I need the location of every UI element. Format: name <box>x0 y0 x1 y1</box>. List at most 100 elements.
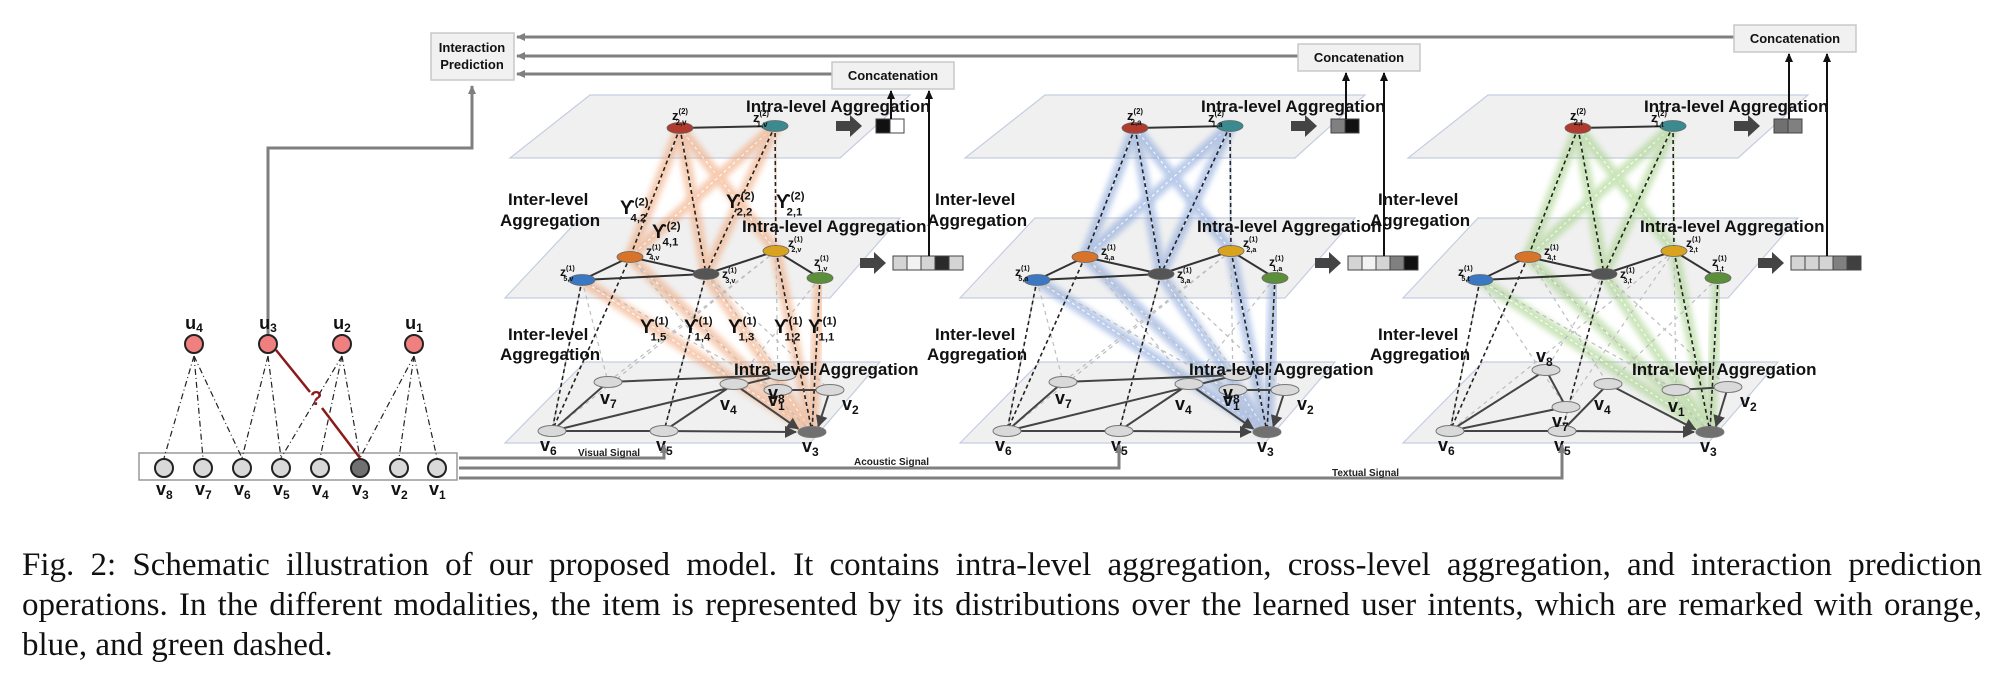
item-node-v8 <box>1222 369 1252 381</box>
latent-node-z1-1 <box>806 272 834 284</box>
latent-label: z(2)1,a <box>1208 109 1224 129</box>
latent-node-z1-3 <box>1147 268 1175 280</box>
item-label: v1 <box>768 390 785 413</box>
inter-level-links <box>551 125 821 433</box>
intra-level-label-bottom: Intra-level Aggregation <box>1632 360 1817 379</box>
intent-band-core <box>1603 273 1711 433</box>
item-label: v4 <box>1594 394 1611 417</box>
vector-cell <box>906 255 922 271</box>
faint-link <box>1230 250 1234 391</box>
inter-level-links <box>1006 125 1276 433</box>
latent-label: z(1)5,v <box>560 264 575 283</box>
intra-level-label-top: Intra-level Aggregation <box>746 97 931 116</box>
prediction-link <box>275 349 311 393</box>
user-item-link <box>341 355 361 459</box>
latent-label: z(1)3,t <box>1620 266 1635 285</box>
concatenation-box-rect <box>831 61 955 90</box>
faint-link <box>1603 273 1729 388</box>
item-node-v1 <box>763 384 793 396</box>
item-edge <box>1062 374 1238 383</box>
vector-cell <box>1361 255 1377 271</box>
latent-label: z(1)3,a <box>1177 266 1192 285</box>
inter-level-link <box>1160 125 1231 275</box>
inter-level-link <box>1709 277 1719 433</box>
user-item-link <box>193 355 243 459</box>
intra-level-label-bottom: Intra-level Aggregation <box>1189 360 1374 379</box>
latent-label: z(2)1,t <box>1651 109 1667 129</box>
item-label: v2 <box>842 394 859 417</box>
item-node-v2 <box>1270 384 1300 396</box>
prediction-link <box>321 407 361 459</box>
concatenation-box-textual: Concatenation <box>1733 24 1857 53</box>
intra-edge <box>1084 256 1162 275</box>
item-node-v8 <box>1531 364 1561 376</box>
faint-link <box>581 279 609 383</box>
vector-cell <box>1347 255 1363 271</box>
latent-label: z(1)3,v <box>722 266 737 285</box>
signal-label-acoustic: Acoustic Signal <box>854 457 929 468</box>
item-node-v3 <box>1252 426 1282 438</box>
latent-label: z(2)2,v <box>672 107 688 127</box>
intent-band <box>1130 124 1236 255</box>
inter-level-link <box>1084 127 1136 258</box>
inter-level-label-line2: Aggregation <box>927 211 1027 230</box>
latent-label: z(1)1,t <box>1712 254 1727 273</box>
intra-level-label-top: Intra-level Aggregation <box>1644 97 1829 116</box>
user-label: u2 <box>333 313 351 335</box>
item-label: v7 <box>195 479 212 502</box>
intent-vector-level1 <box>1790 255 1862 271</box>
item-label: v6 <box>540 435 557 458</box>
user-item-link <box>241 355 269 459</box>
latent-label: z(1)4,a <box>1101 243 1116 262</box>
intent-band-core <box>1577 127 1675 252</box>
inter-level-link <box>663 273 707 432</box>
vector-cell <box>1832 255 1848 271</box>
user-item-link <box>398 355 415 459</box>
concatenation-box-visual: Concatenation <box>831 61 955 90</box>
item-label: v4 <box>720 394 737 417</box>
gamma-weight-label: ϒ(2)4,2 <box>620 196 649 224</box>
faint-link <box>1160 273 1238 376</box>
item-edge <box>607 374 783 383</box>
faint-link <box>1084 256 1268 433</box>
signal-label-textual: Textual Signal <box>1332 468 1399 479</box>
vector-cell <box>1804 255 1820 271</box>
concat-to-prediction-connectors <box>516 33 1734 78</box>
gamma-weight-label: ϒ(1)1,5 <box>640 315 669 343</box>
item-nodes <box>537 369 845 438</box>
intent-vector-level2 <box>1773 118 1803 134</box>
vector-cell <box>1330 118 1346 134</box>
intent-band-core <box>1036 279 1268 433</box>
latent-label: z(1)2,v <box>788 235 803 254</box>
item-label: v1 <box>429 479 446 502</box>
faint-link <box>1062 250 1232 383</box>
item-directed-edge <box>1561 425 1696 438</box>
latent-node-z1-1 <box>1261 272 1289 284</box>
intent-band <box>1081 121 1234 262</box>
intent-band-core <box>774 125 777 252</box>
latent-node-z1-4 <box>1071 251 1099 263</box>
intent-band-core <box>1527 125 1674 258</box>
latent-node-z1-3 <box>1590 268 1618 280</box>
faint-link <box>1561 273 1605 432</box>
item-node-v2 <box>389 458 409 478</box>
intra-level-label-top: Intra-level Aggregation <box>1201 97 1386 116</box>
item-directed-edge <box>1270 389 1286 428</box>
vector-cell <box>875 118 891 134</box>
inter-level-link <box>775 250 813 433</box>
intent-band <box>769 125 782 252</box>
item-node-v7 <box>1048 376 1078 388</box>
vector-cell <box>1787 118 1803 134</box>
user-item-link <box>163 355 195 459</box>
item-nodes <box>1435 364 1743 438</box>
item-sequence-box <box>138 452 458 481</box>
intent-vector-level2 <box>1330 118 1360 134</box>
concatenation-label: Concatenation <box>1750 31 1840 46</box>
inter-level-link <box>1603 125 1674 275</box>
inter-level-link <box>679 127 707 275</box>
faint-link <box>1084 256 1190 385</box>
